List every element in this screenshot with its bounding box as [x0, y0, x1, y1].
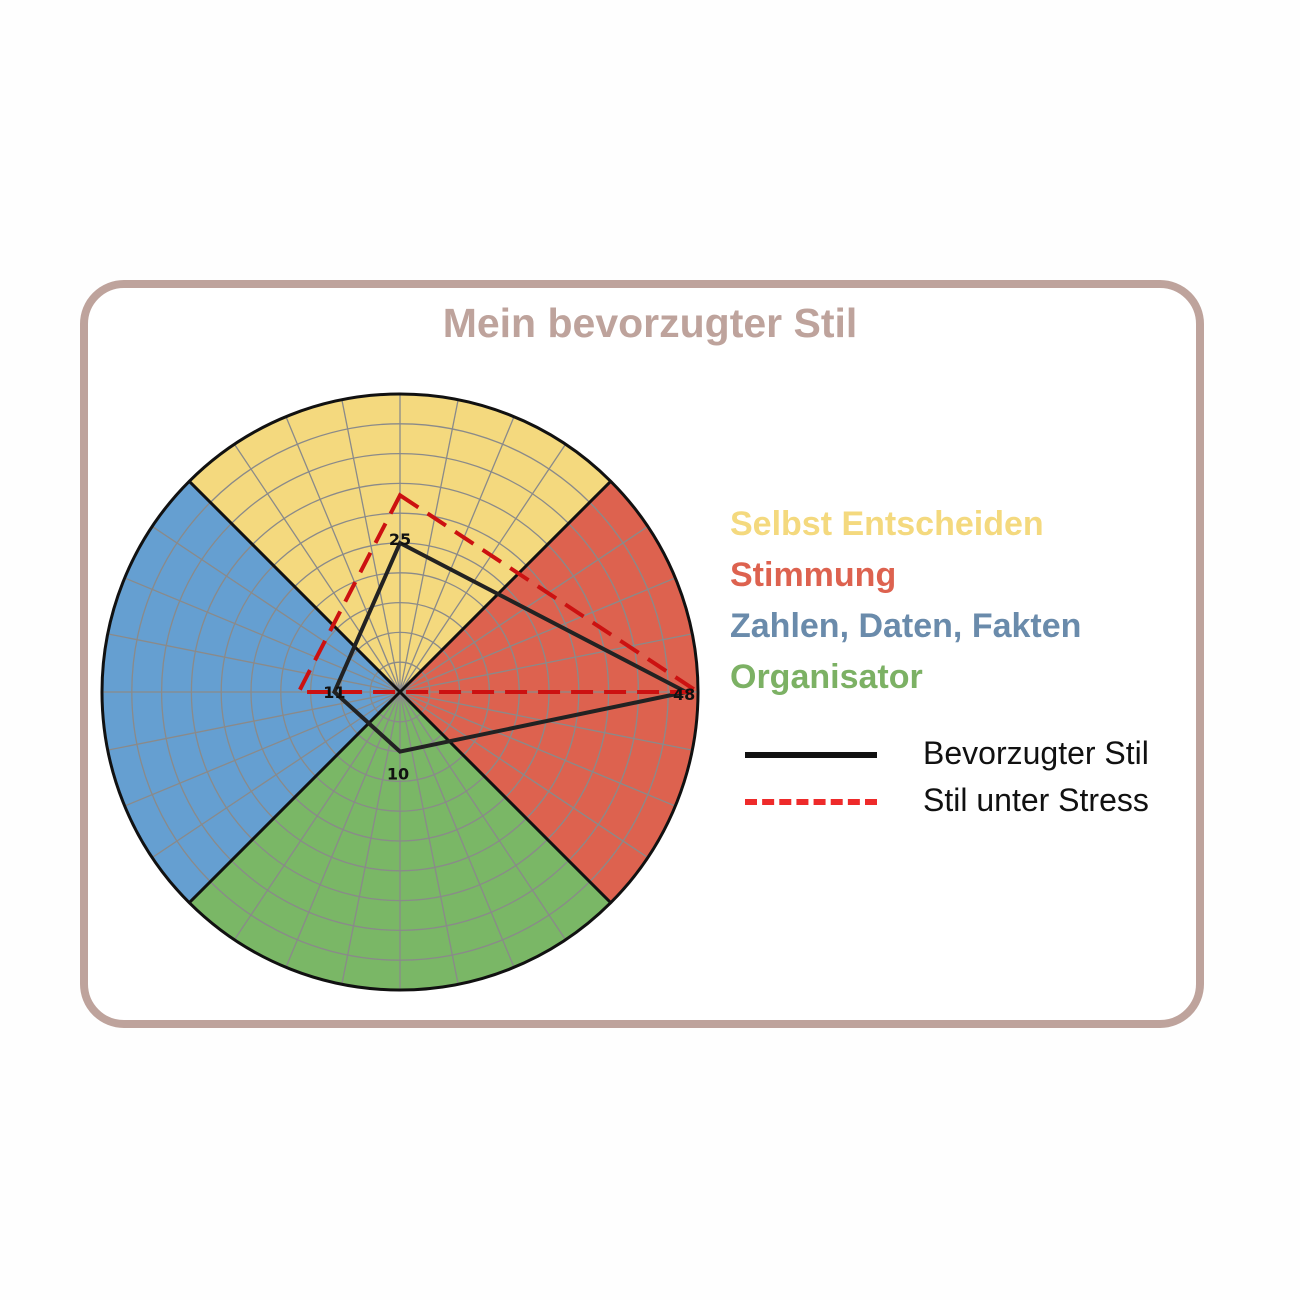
value-label-zahlen-daten-fakten: 11 — [323, 683, 345, 702]
grid-spoke — [399, 633, 693, 693]
grid-spoke — [124, 577, 401, 693]
series-bevorzugter-stil — [331, 540, 692, 754]
grid-spoke — [285, 691, 401, 968]
grid-spoke — [399, 577, 676, 693]
legend-line-dashed — [745, 799, 877, 805]
value-label-organisator: 10 — [387, 765, 409, 784]
category-label-organisator: Organisator — [730, 658, 923, 696]
grid-spoke — [107, 691, 401, 751]
grid-spoke — [341, 399, 401, 693]
grid-spoke — [399, 691, 567, 941]
value-label-selbst-entscheiden: 25 — [389, 530, 411, 549]
category-label-zahlen-daten-fakten: Zahlen, Daten, Fakten — [730, 607, 1082, 645]
grid-spoke — [399, 691, 649, 859]
legend-label: Bevorzugter Stil — [923, 735, 1149, 771]
grid-spoke — [399, 691, 676, 807]
sector-divider — [188, 690, 402, 904]
category-label-stimmung: Stimmung — [730, 556, 897, 594]
grid-spoke — [399, 416, 515, 693]
grid-spoke — [107, 633, 401, 693]
sector-divider — [398, 480, 612, 694]
grid-spoke — [399, 443, 567, 693]
sector-divider — [188, 480, 402, 694]
value-label-stimmung: 48 — [673, 685, 695, 704]
sector-divider — [398, 690, 612, 904]
grid-spoke — [399, 399, 459, 693]
legend-label: Stil unter Stress — [923, 782, 1149, 818]
grid-spoke — [399, 691, 515, 968]
category-label-selbst-entscheiden: Selbst Entscheiden — [730, 505, 1044, 543]
legend-item-stil-unter-stress: Stil unter Stress — [745, 782, 1185, 822]
grid-spoke — [151, 525, 401, 693]
series-stil-unter-stress — [295, 492, 705, 694]
grid-spoke — [151, 691, 401, 859]
legend-line-solid — [745, 752, 877, 758]
chart-title: Mein bevorzugter Stil — [442, 300, 858, 346]
legend-item-bevorzugter-stil: Bevorzugter Stil — [745, 735, 1185, 775]
grid-spoke — [233, 443, 401, 693]
grid-spoke — [233, 691, 401, 941]
grid-spoke — [399, 691, 459, 985]
radar-outer-border — [100, 392, 700, 992]
grid-spoke — [285, 416, 401, 693]
